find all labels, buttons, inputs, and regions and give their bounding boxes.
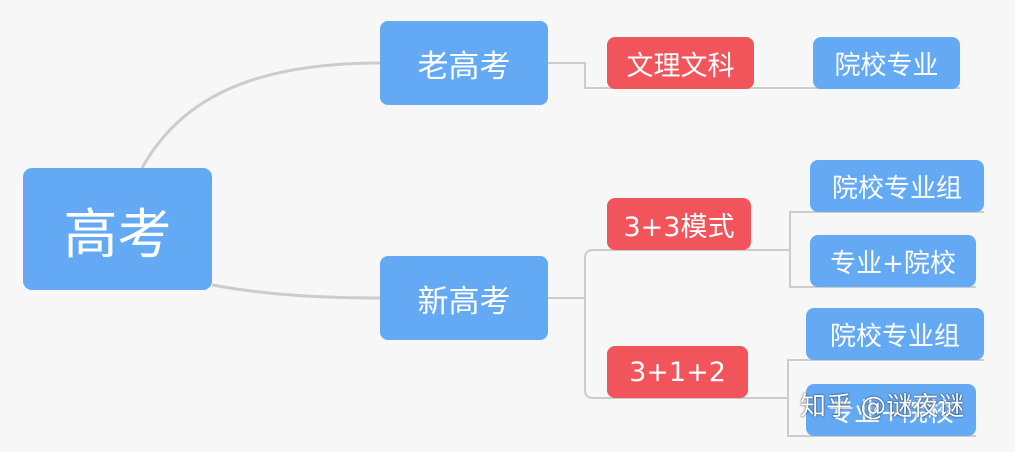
- leaf-3p1p2-zhuanye-yuanxiao[interactable]: 专业+院校: [806, 384, 976, 436]
- connector-3p3-leaves: [750, 211, 984, 251]
- watermark-text: 知乎 @谜夜谜: [800, 392, 965, 422]
- subbranch-3p3-mode[interactable]: 3+3模式: [607, 198, 751, 250]
- connector-root-new-exam: [211, 283, 381, 300]
- connector-3p1p2-leaf2: [787, 398, 976, 437]
- leaf-3p1p2-yuanxiao-zhuanyezu[interactable]: 院校专业组: [806, 308, 984, 360]
- connector-old-exam-wenli: [548, 62, 608, 89]
- connector-new-exam-3p3: [584, 249, 608, 298]
- leaf-3p3-zhuanye-yuanxiao[interactable]: 专业+院校: [810, 235, 976, 287]
- root-node[interactable]: 高考: [23, 168, 212, 290]
- branch-old-exam[interactable]: 老高考: [380, 21, 548, 105]
- connector-3p1p2-leaves: [748, 359, 984, 399]
- subbranch-wenli[interactable]: 文理文科: [607, 37, 754, 89]
- leaf-3p3-yuanxiao-zhuanyezu[interactable]: 院校专业组: [810, 160, 984, 212]
- subbranch-3p1p2[interactable]: 3+1+2: [607, 346, 748, 398]
- connector-new-exam-3p1p2: [584, 298, 608, 399]
- leaf-old-yuanxiao-zhuanye[interactable]: 院校专业: [813, 37, 960, 89]
- connector-3p3-leaf2: [789, 250, 976, 288]
- branch-new-exam[interactable]: 新高考: [380, 256, 548, 340]
- connector-root-old-exam: [140, 61, 381, 169]
